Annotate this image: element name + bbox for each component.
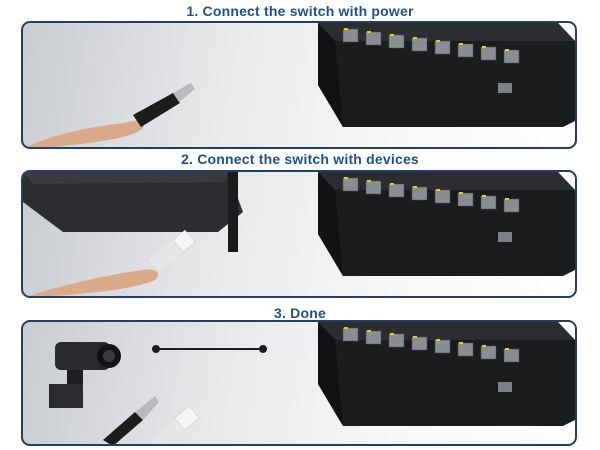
network-switch-icon <box>318 322 575 426</box>
network-switch-icon <box>318 23 575 127</box>
cctv-camera-icon <box>49 342 121 408</box>
network-switch-icon <box>318 172 575 276</box>
dc-power-plug-icon <box>103 396 159 444</box>
step-2-title: 2. Connect the switch with devices <box>181 151 419 167</box>
step-1-title: 1. Connect the switch with power <box>186 3 414 19</box>
step-3-title: 3. Done <box>274 305 326 321</box>
dc-power-plug-icon <box>27 83 195 147</box>
rj45-plug-icon <box>151 405 200 444</box>
step-3-panel <box>21 320 577 446</box>
router-icon <box>23 172 243 252</box>
connection-line <box>152 345 267 353</box>
step-1-panel <box>21 21 577 149</box>
rj45-plug-icon <box>28 229 196 296</box>
step-2-panel <box>21 170 577 298</box>
